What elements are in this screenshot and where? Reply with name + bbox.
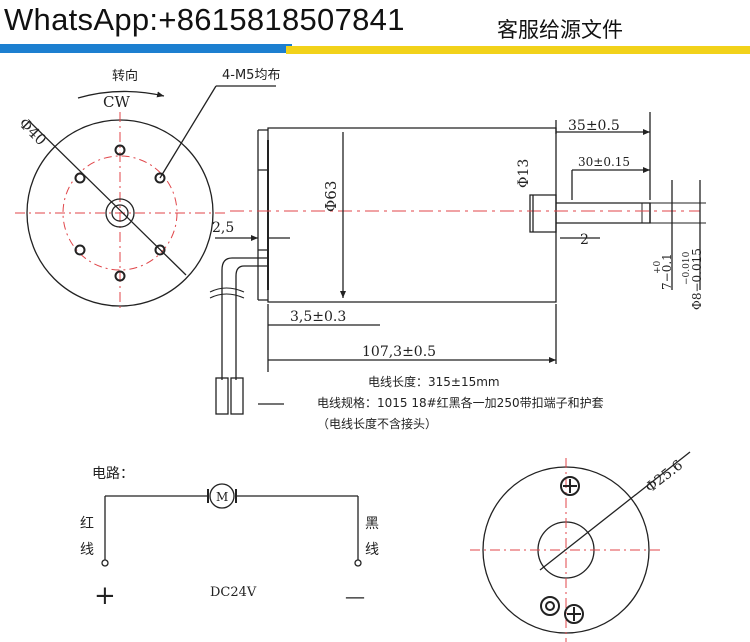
banner: WhatsApp:+8615818507841 客服给源文件 xyxy=(0,0,750,58)
banner-blue-bar xyxy=(0,44,292,53)
rear-screw-bottom-left xyxy=(540,596,560,616)
dim-8-label: Φ8−0.015 xyxy=(690,248,704,310)
screw-cross xyxy=(567,607,581,621)
mounting-holes-label: 4-M5均布 xyxy=(222,68,280,83)
dim-7-label: 7−0.1 xyxy=(660,253,674,290)
customer-service-label: 客服给源文件 xyxy=(497,18,623,42)
dim-2-label: 2 xyxy=(580,232,589,248)
terminal-red xyxy=(215,377,229,415)
black-wire-label-2: 线 xyxy=(365,542,379,558)
rotation-direction: CW xyxy=(103,93,130,111)
rear-view xyxy=(470,451,691,642)
motor-symbol xyxy=(209,483,235,509)
front-shaft xyxy=(111,204,129,222)
wire-length-note: 电线长度：315±15mm xyxy=(368,374,500,389)
cw-arrow xyxy=(77,90,165,99)
dim-35-label: 35±0.5 xyxy=(568,118,620,134)
rear-cap xyxy=(257,129,268,301)
negative-sign: — xyxy=(345,584,365,608)
voltage-label: DC24V xyxy=(210,585,257,600)
rear-screw-bottom-right xyxy=(564,604,584,624)
positive-sign: + xyxy=(94,581,116,611)
motor-body xyxy=(267,127,557,303)
front-view xyxy=(15,85,276,312)
shaft xyxy=(556,202,651,224)
wire-spec-note: 电线规格：1015 18#红黑各一加250带扣端子和护套 xyxy=(317,395,604,410)
holes-leader xyxy=(159,85,217,179)
terminal-right xyxy=(354,559,362,567)
motor-letter: M xyxy=(216,490,228,504)
dim-3-5-label: 3,5±0.3 xyxy=(290,309,346,325)
mount-hole xyxy=(74,244,86,256)
black-wire-label-1: 黑 xyxy=(365,516,379,532)
banner-yellow-bar xyxy=(286,46,750,54)
dim-107-label: 107,3±0.5 xyxy=(362,344,436,360)
dim-8-tol-label: −0.010 xyxy=(682,251,692,285)
diameter-40-leader xyxy=(29,121,187,276)
mount-hole xyxy=(154,244,166,256)
mount-hole xyxy=(154,172,166,184)
side-view xyxy=(209,112,706,415)
rear-cap-step xyxy=(258,169,268,251)
rotation-label: 转向 xyxy=(112,68,138,84)
screw-center xyxy=(545,601,555,611)
rear-screw-top xyxy=(560,476,580,496)
front-boss xyxy=(529,194,557,233)
wire-length-remark: （电线长度不含接头） xyxy=(317,416,437,431)
mount-hole xyxy=(114,144,126,156)
terminal-left xyxy=(101,559,109,567)
whatsapp-contact: WhatsApp:+8615818507841 xyxy=(4,2,405,37)
mount-hole xyxy=(74,172,86,184)
dim-30-label: 30±0.15 xyxy=(578,155,630,169)
red-wire-label-1: 红 xyxy=(80,516,94,532)
dim-7-tol-label: +0 xyxy=(653,260,663,274)
rear-diameter-label: Φ25.6 xyxy=(643,457,687,496)
dim-2-5-label: 2,5 xyxy=(212,220,234,236)
red-wire-label-2: 线 xyxy=(80,542,94,558)
lead-wire-black xyxy=(235,265,268,380)
dim-13-label: Φ13 xyxy=(516,159,532,188)
circuit-title: 电路： xyxy=(92,466,134,482)
rear-diameter-leader xyxy=(539,451,691,571)
circuit-diagram xyxy=(101,483,362,567)
dim-63-label: Φ63 xyxy=(322,181,340,212)
lead-wire-red xyxy=(221,257,268,380)
terminal-black xyxy=(230,377,244,415)
front-shaft-boss xyxy=(105,198,135,228)
wire-break-mark xyxy=(209,287,245,299)
front-diameter-label: Φ40 xyxy=(15,114,50,149)
screw-cross xyxy=(563,479,577,493)
mount-hole xyxy=(114,270,126,282)
